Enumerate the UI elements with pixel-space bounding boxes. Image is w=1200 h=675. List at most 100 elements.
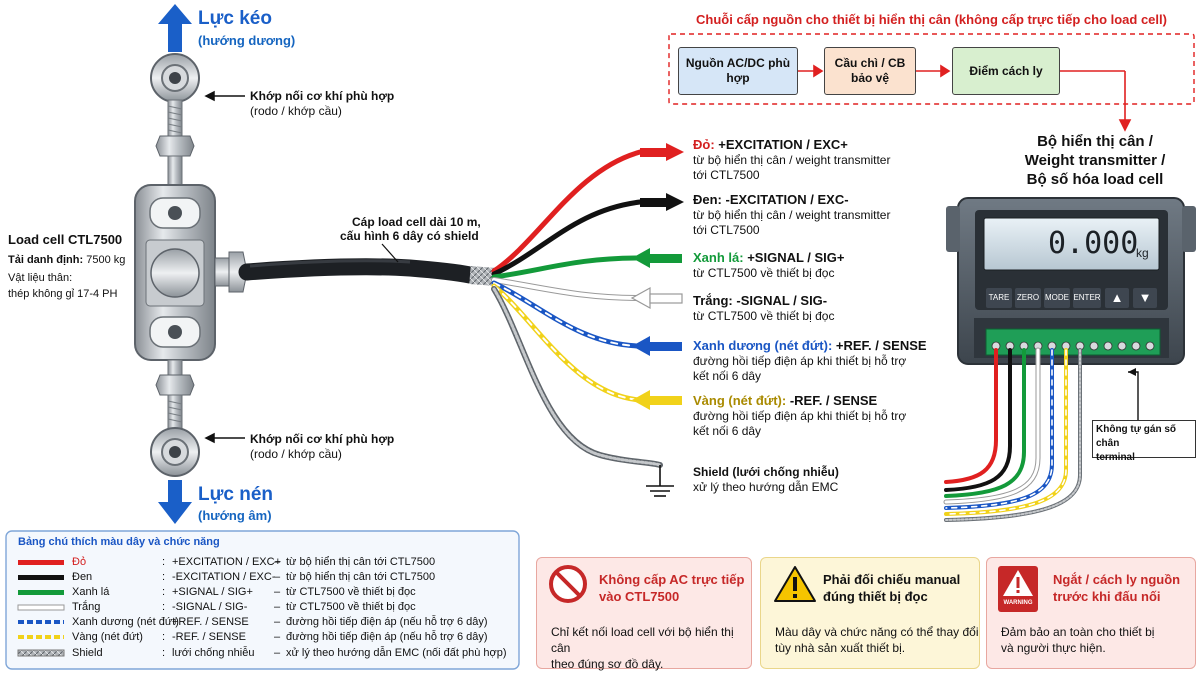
terminal-pointer <box>1128 371 1139 420</box>
legend-sep: : <box>162 586 166 598</box>
cable-label-line1: Cáp load cell dài 10 m, <box>352 215 481 229</box>
legend-white-name: Trắng <box>72 601 101 613</box>
wire-yellow-head: Vàng (nét đứt): <box>693 393 787 408</box>
legend-blue-name: Xanh dương (nét đứt) <box>72 616 179 628</box>
enter-button[interactable]: ENTER <box>1073 288 1101 308</box>
legend-dash: – <box>274 556 281 568</box>
no-entry-icon <box>549 565 587 603</box>
wire-red-desc1: từ bộ hiển thị cân / weight transmitter <box>693 153 891 167</box>
push-arrow <box>158 480 192 524</box>
push-force-sub: (hướng âm) <box>198 508 272 523</box>
wire-label-green: Xanh lá: +SIGNAL / SIG+ từ CTL7500 về th… <box>693 250 943 281</box>
legend-black-func: -EXCITATION / EXC- <box>172 571 276 583</box>
wire-blue-desc2: kết nối 6 dây <box>693 369 762 383</box>
display-device <box>946 197 1196 365</box>
legend-red-name: Đỏ <box>72 556 87 568</box>
wire-label-yellow: Vàng (nét đứt): -REF. / SENSE đường hồi … <box>693 393 948 439</box>
up-button[interactable]: ▲ <box>1105 288 1129 308</box>
load-cell-body <box>134 184 248 361</box>
shield-label: Shield (lưới chống nhiễu) xử lý theo hướ… <box>693 465 923 495</box>
wire-blue-head: Xanh dương (nét đứt): <box>693 338 833 353</box>
wire-arrows <box>630 143 684 410</box>
legend-dash: – <box>274 631 281 643</box>
legend-white-desc: từ CTL7500 về thiết bị đọc <box>286 601 416 613</box>
legend-black-name: Đen <box>72 571 93 583</box>
legend-shield-func: lưới chống nhiễu <box>172 647 255 659</box>
legend-swatches <box>17 560 65 657</box>
wire-green-desc1: từ CTL7500 về thiết bị đọc <box>693 266 835 280</box>
wire-black-func: -EXCITATION / EXC- <box>725 192 849 207</box>
fuse-box: Cầu chì / CB bảo vệ <box>824 47 916 95</box>
wire-white-desc1: từ CTL7500 về thiết bị đọc <box>693 309 835 323</box>
legend-red-desc: từ bộ hiển thị cân tới CTL7500 <box>286 556 436 568</box>
wire-label-white: Trắng: -SIGNAL / SIG- từ CTL7500 về thiế… <box>693 293 943 324</box>
mode-button[interactable]: MODE <box>1044 288 1070 308</box>
wire-yellow-desc1: đường hồi tiếp điện áp khi thiết bị hỗ t… <box>693 409 907 423</box>
wire-white-head: Trắng: <box>693 293 733 308</box>
legend-dash: – <box>274 647 281 659</box>
legend-sep: : <box>162 647 166 659</box>
pull-arrow <box>158 4 192 52</box>
cable-label-line2: cấu hình 6 dây có shield <box>340 229 479 243</box>
main-cable <box>238 258 479 284</box>
legend-red-func: +EXCITATION / EXC+ <box>172 556 282 568</box>
warning-badge-text: WARNING <box>1003 600 1033 606</box>
display-title-line3: Bộ số hóa load cell <box>1026 171 1164 188</box>
wire-fan <box>491 149 663 468</box>
wire-red-head: Đỏ: <box>693 137 715 152</box>
rated-label: Tải danh định: <box>8 254 84 266</box>
terminal-note: Không tự gán số chân terminal <box>1092 420 1196 463</box>
legend-yellow-desc: đường hồi tiếp điện áp (nếu hỗ trợ 6 dây… <box>286 631 488 643</box>
legend-sep: : <box>162 616 166 628</box>
loadcell-title: Load cell CTL7500 <box>8 232 123 247</box>
top-joint-sub: (rodo / khớp cầu) <box>250 104 342 118</box>
material-label: Vật liệu thân: <box>8 272 73 284</box>
top-joint-label: Khớp nối cơ khí phù hợp <box>250 89 395 103</box>
wire-blue-func: +REF. / SENSE <box>835 338 927 353</box>
terminal-note-line2: terminal <box>1096 452 1135 463</box>
top-rod-end <box>150 53 200 187</box>
rated-value: 7500 kg <box>86 254 126 266</box>
legend-yellow-name: Vàng (nét đứt) <box>72 631 143 643</box>
bottom-joint-label: Khớp nối cơ khí phù hợp <box>250 432 395 446</box>
zero-button[interactable]: ZERO <box>1015 288 1041 308</box>
legend-shield-desc: xử lý theo hướng dẫn EMC (nối đất phù hợ… <box>286 647 507 659</box>
pull-force-title: Lực kéo <box>198 8 272 29</box>
legend-dash: – <box>274 601 281 613</box>
wire-black-head: Đen: <box>693 192 722 207</box>
loadcell-rated: Tải danh định: 7500 kg <box>8 253 125 267</box>
wire-black-desc1: từ bộ hiển thị cân / weight transmitter <box>693 208 891 222</box>
display-title-line1: Bộ hiển thị cân / <box>1037 133 1153 150</box>
legend-dash: – <box>274 616 281 628</box>
wire-green-head: Xanh lá: <box>693 250 744 265</box>
power-chain-arrows <box>798 64 1132 132</box>
legend-black-desc: từ bộ hiển thị cân tới CTL7500 <box>286 571 436 583</box>
wire-red-desc2: tới CTL7500 <box>693 168 760 182</box>
wire-yellow-desc2: kết nối 6 dây <box>693 424 762 438</box>
legend-dash: – <box>274 586 281 598</box>
legend-white-func: -SIGNAL / SIG- <box>172 601 248 613</box>
wire-green-func: +SIGNAL / SIG+ <box>747 250 845 265</box>
down-button[interactable]: ▼ <box>1133 288 1157 308</box>
legend-sep: : <box>162 631 166 643</box>
legend-frame <box>5 530 520 670</box>
tare-button[interactable]: TARE <box>986 288 1012 308</box>
joint-pointers <box>204 90 245 444</box>
bottom-rod-end <box>150 359 200 477</box>
shield-label-head: Shield (lưới chống nhiễu) <box>693 465 839 479</box>
weight-reading: 0.000 <box>1048 226 1139 261</box>
power-source-box: Nguồn AC/DC phù hợp <box>678 47 798 95</box>
wire-label-black: Đen: -EXCITATION / EXC- từ bộ hiển thị c… <box>693 192 943 238</box>
wire-label-blue: Xanh dương (nét đứt): +REF. / SENSE đườn… <box>693 338 948 384</box>
push-force-title: Lực nén <box>198 484 273 505</box>
legend-blue-func: +REF. / SENSE <box>172 616 249 628</box>
warning-icon <box>998 566 1038 612</box>
legend-dash: – <box>274 571 281 583</box>
wire-blue-desc1: đường hồi tiếp điện áp khi thiết bị hỗ t… <box>693 354 907 368</box>
wire-yellow-func: -REF. / SENSE <box>789 393 878 408</box>
legend-green-desc: từ CTL7500 về thiết bị đọc <box>286 586 416 598</box>
legend-green-func: +SIGNAL / SIG+ <box>172 586 253 598</box>
wire-white-func: -SIGNAL / SIG- <box>736 293 828 308</box>
